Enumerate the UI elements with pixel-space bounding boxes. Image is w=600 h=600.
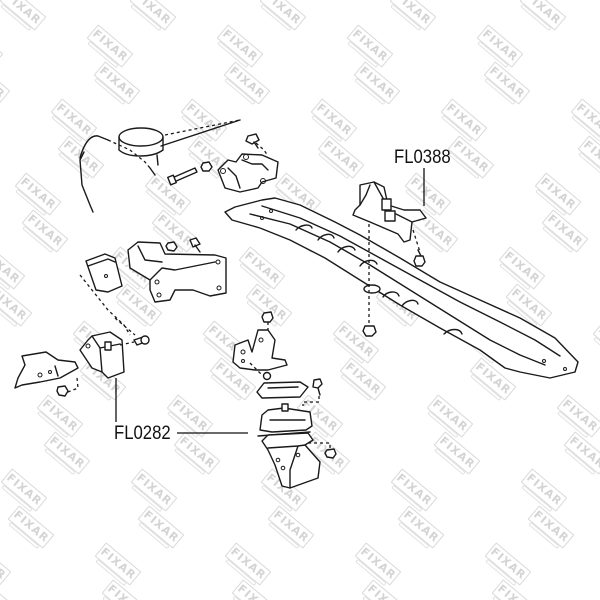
left-engine-mount-insulator <box>79 331 150 379</box>
left-engine-bracket <box>127 237 227 303</box>
lower-mount-bracket <box>261 432 337 489</box>
cushion-pad <box>256 378 323 406</box>
right-engine-mount-insulator <box>257 403 313 437</box>
transmission-crossmember <box>224 197 579 379</box>
part-number-label-fl0388: FL0388 <box>394 147 451 168</box>
right-engine-bracket <box>232 311 288 381</box>
engine-block-outline <box>79 119 241 213</box>
bolt-icon <box>167 161 213 186</box>
left-side-bracket <box>14 351 79 397</box>
upper-engine-bracket <box>217 133 279 193</box>
transmission-mount <box>352 181 427 337</box>
rubber-spacer-pad <box>79 253 136 336</box>
part-number-label-fl0282: FL0282 <box>114 423 171 444</box>
